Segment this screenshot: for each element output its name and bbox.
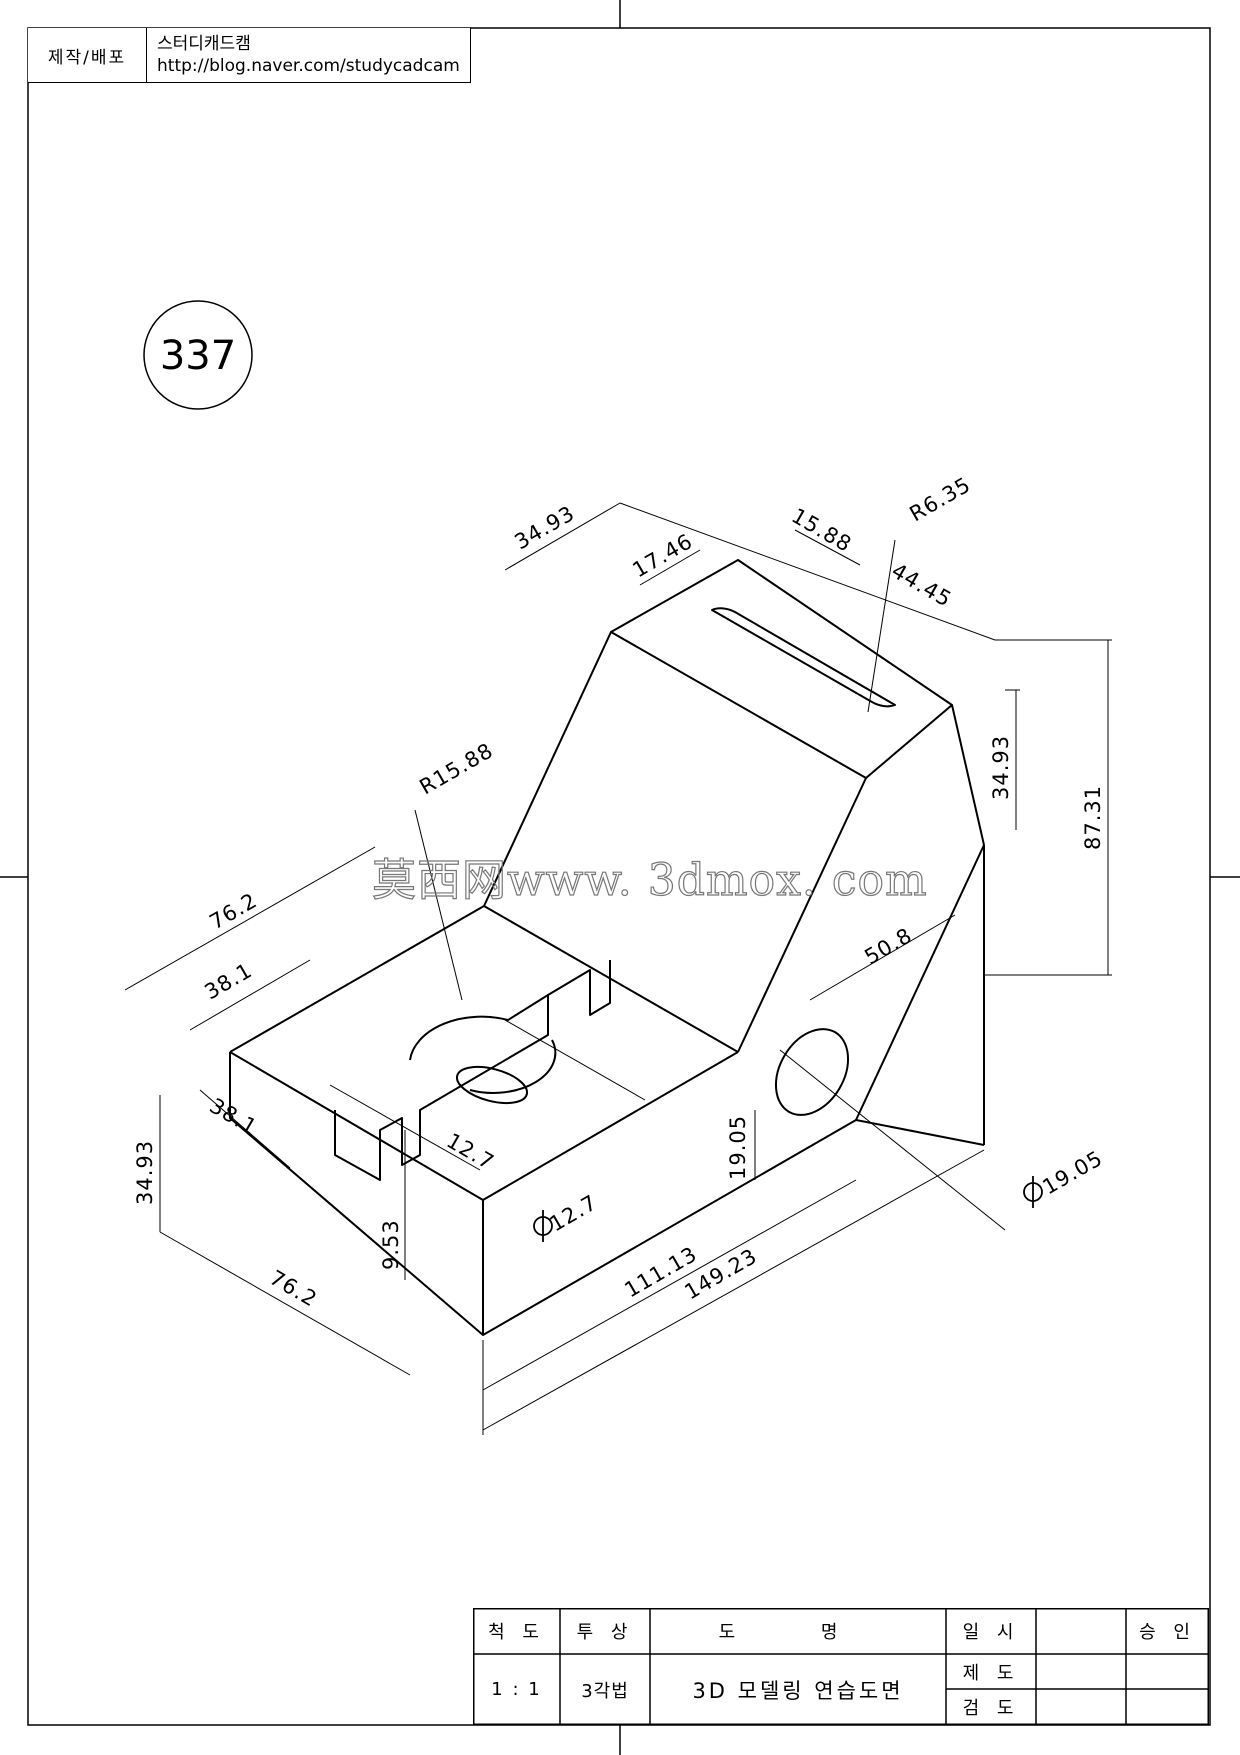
dimension-lines <box>124 502 1112 1435</box>
dim-line-slot-offset <box>639 549 701 586</box>
bottom-hole <box>455 1065 529 1105</box>
dim-line-side-hole-offset <box>809 914 956 1001</box>
scale-value: 1 : 1 <box>491 1679 542 1700</box>
header-right: 스터디캐드캠 http://blog.naver.com/studycadcam <box>147 28 470 82</box>
dim-line-length-total <box>482 1149 985 1431</box>
dim-line-saddle-offset <box>189 959 311 1031</box>
date-label: 일 시 <box>962 1622 1020 1643</box>
dim-base-height: 34.93 <box>133 1140 157 1205</box>
title-block-grid <box>473 1608 1209 1725</box>
slope-rear-edge <box>483 631 612 907</box>
scale-label: 척 도 <box>488 1622 545 1643</box>
drawing-number-circle <box>143 300 253 410</box>
dim-line-slot-length <box>619 502 996 641</box>
dim-base-width: 76.2 <box>266 1266 322 1312</box>
dim-line-slot-width <box>794 529 861 566</box>
drawing-number: 337 <box>160 333 236 379</box>
approval-label: 승 인 <box>1139 1622 1196 1643</box>
dim-line-front-notch-offset <box>199 1089 291 1169</box>
dim-top-block-height: 34.93 <box>989 735 1013 800</box>
side-hole <box>774 1028 850 1116</box>
dim-slot-radius: R6.35 <box>906 472 975 526</box>
saddle-arc <box>409 994 549 1061</box>
dim-notch-width: 12.7 <box>443 1129 499 1175</box>
projection-value: 3각법 <box>581 1680 629 1702</box>
saddle-groove <box>334 960 611 1181</box>
name-label: 도 명 <box>718 1622 878 1643</box>
drafted-label: 제 도 <box>962 1662 1020 1684</box>
title-block: 척 도 투 상 도 명 일 시 승 인 1 : 1 3각법 3D 모델링 연습도… <box>473 1608 1209 1725</box>
dim-line-notch-width <box>329 1084 481 1171</box>
dim-front-notch-offset: 38.1 <box>206 1094 262 1140</box>
top-slot <box>711 607 896 708</box>
dim-side-hole-height: 19.05 <box>726 1115 750 1180</box>
dim-bottom-hole-diameter: 12.7 <box>546 1190 602 1236</box>
dim-slot-offset: 17.46 <box>629 529 697 582</box>
header-left-label: 제작/배포 <box>28 28 147 82</box>
base-left-top-edge <box>229 1051 484 1201</box>
base-outline <box>229 1052 857 1336</box>
projection-label: 투 상 <box>576 1622 634 1643</box>
header-url[interactable]: http://blog.naver.com/studycadcam <box>157 56 460 76</box>
dim-side-hole-diameter: 19.05 <box>1039 1146 1107 1199</box>
dim-saddle-offset: 38.1 <box>201 958 257 1004</box>
dim-line-length-inner <box>482 1179 857 1391</box>
dim-total-height: 87.31 <box>1081 785 1105 850</box>
dim-line-side-hole-diameter <box>779 1049 1006 1231</box>
dim-line-base-depth <box>124 846 376 991</box>
checked-label: 검 도 <box>962 1698 1020 1719</box>
base-top-front-edge <box>482 1051 739 1201</box>
header-box: 제작/배포 스터디캐드캠 http://blog.naver.com/study… <box>28 28 471 83</box>
dim-slot-length: 44.45 <box>888 559 956 612</box>
dim-line-top-width <box>504 502 621 571</box>
dim-line-slot-radius <box>867 539 896 713</box>
saddle-inner-arc <box>469 1039 557 1094</box>
dim-saddle-radius: R15.88 <box>416 738 498 799</box>
diameter-symbols <box>533 1176 1043 1242</box>
side-bottom-edge <box>855 1119 985 1146</box>
side-slope-edge <box>855 844 985 1121</box>
slope-front-edge <box>737 777 867 1053</box>
dim-notch-depth: 9.53 <box>379 1219 403 1270</box>
dim-line-base-width <box>159 1231 411 1376</box>
dim-side-hole-offset: 50.8 <box>861 923 917 969</box>
isometric-part <box>229 559 985 1336</box>
watermark: 莫西网www. 3dmox. com <box>372 855 928 906</box>
top-block-side-edge <box>951 704 985 846</box>
dim-slot-width: 15.88 <box>788 504 856 557</box>
base-rear-edge <box>229 905 485 1053</box>
header-author: 스터디캐드캠 <box>157 34 251 54</box>
top-face <box>610 559 953 779</box>
dim-line-bottom-hole-diameter <box>504 1019 646 1101</box>
dim-line-saddle-radius <box>414 809 463 1001</box>
drawing-name: 3D 모델링 연습도면 <box>692 1678 904 1703</box>
